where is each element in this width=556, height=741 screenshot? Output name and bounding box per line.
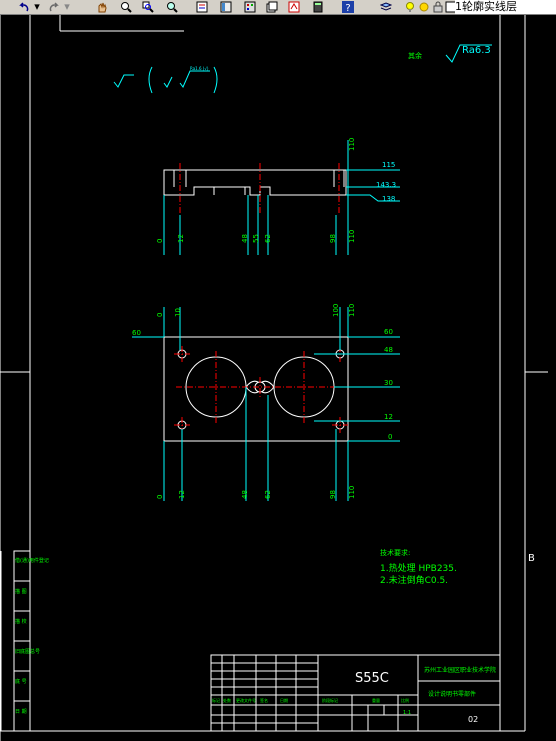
school-name: 苏州工业园区职业技术学院 — [424, 666, 496, 674]
left-label-3: 描 校 — [15, 618, 27, 625]
plan-bottom-dim-48: 48 — [241, 490, 249, 499]
plan-top-dim-110: 110 — [348, 304, 356, 317]
row-label-date: 日期 — [280, 697, 288, 703]
zoom-window-icon[interactable] — [142, 1, 154, 13]
markup-icon[interactable] — [288, 1, 300, 13]
left-label-2: 描 图 — [15, 588, 27, 595]
roughness-sub: Ra1.6 (√) — [190, 66, 209, 71]
redo-arrow-icon[interactable] — [48, 1, 60, 13]
plan-view: 0 10 100 110 60 60 48 30 12 0 0 12 48 62… — [132, 304, 400, 501]
zoom-realtime-icon[interactable] — [120, 1, 132, 13]
plan-right-dim-30: 30 — [384, 379, 393, 387]
left-label-1: 借(通)用件登记 — [15, 557, 49, 564]
drawing-canvas[interactable]: 借(通)用件登记 描 图 描 校 旧底图总号 底 号 日 期 B 其余 Ra6.… — [0, 15, 556, 741]
plan-bottom-dim-62: 62 — [264, 490, 272, 499]
technical-requirements: 技术要求: 1.热处理 HPB235. 2.未注倒角C0.5. — [380, 548, 457, 586]
tool-palette-icon[interactable] — [244, 1, 256, 13]
section-vdim-0: 0 — [156, 239, 164, 243]
title-block: S55C 苏州工业园区职业技术学院 设计说明书零部件 02 1:1 标记 处数 … — [210, 654, 501, 732]
col-label-stage: 阶段标记 — [322, 697, 338, 703]
plan-left-dim-60: 60 — [132, 329, 141, 337]
section-dim-115: 115 — [382, 161, 395, 169]
section-dim-138: 138 — [382, 195, 395, 203]
section-vdim-62: 62 — [264, 234, 272, 243]
layer-freeze-sun-icon[interactable] — [418, 1, 430, 13]
plan-right-dim-0: 0 — [388, 433, 392, 441]
calculator-icon[interactable] — [312, 1, 324, 13]
plan-top-dim-0: 0 — [156, 313, 164, 317]
row-label-mark: 标记 — [212, 697, 220, 703]
tech-title: 技术要求: — [380, 548, 410, 557]
left-label-6: 日 期 — [15, 709, 27, 715]
undo-dropdown-icon[interactable]: ▾ — [34, 0, 40, 13]
section-view: 115 143.3 138 0 12 48 55 62 98 110 110 — [156, 138, 400, 255]
plan-right-dim-12: 12 — [384, 413, 393, 421]
tech-item-1: 1.热处理 HPB235. — [380, 562, 457, 574]
roughness-general: 其余 Ra6.3 — [408, 44, 492, 63]
plan-right-dim-48: 48 — [384, 346, 393, 354]
plan-bottom-dim-0: 0 — [156, 495, 164, 499]
undo-arrow-icon[interactable] — [18, 1, 30, 13]
layer-dropdown[interactable]: 1轮廓实线层 — [455, 0, 556, 14]
section-vdim-55: 55 — [252, 234, 260, 243]
scale-value: 1:1 — [403, 710, 411, 716]
col-label-scale: 比例 — [401, 697, 409, 703]
properties-icon[interactable] — [196, 1, 208, 13]
redo-dropdown-icon[interactable]: ▾ — [64, 0, 70, 13]
col-label-weight: 重量 — [372, 697, 380, 703]
section-vdim-110-top: 110 — [348, 138, 356, 151]
left-label-5: 底 号 — [15, 678, 27, 685]
pan-hand-icon[interactable] — [96, 1, 108, 13]
plan-bottom-dim-12: 12 — [178, 490, 186, 499]
section-dim-143-3: 143.3 — [376, 181, 396, 189]
section-vdim-12: 12 — [177, 234, 185, 243]
plan-bottom-dim-98: 98 — [329, 490, 337, 499]
tech-item-2: 2.未注倒角C0.5. — [380, 574, 448, 586]
layer-name-label: 1轮廓实线层 — [455, 0, 517, 13]
material-label: S55C — [355, 671, 389, 686]
section-vdim-98: 98 — [329, 234, 337, 243]
sheet-border — [0, 15, 548, 741]
plan-right-dim-60: 60 — [384, 328, 393, 336]
left-label-panel — [0, 550, 31, 732]
cad-toolbar: ▾ ▾ ? 1轮廓实线层 — [0, 0, 556, 15]
sheet-set-icon[interactable] — [266, 1, 278, 13]
section-vdim-48: 48 — [241, 234, 249, 243]
plan-bottom-dim-110: 110 — [348, 486, 356, 499]
drawing-title: 设计说明书零部件 — [428, 690, 476, 698]
roughness-value: Ra6.3 — [462, 45, 491, 56]
drawing-code: 02 — [468, 715, 478, 724]
plan-top-dim-10: 10 — [174, 308, 182, 317]
zoom-previous-icon[interactable] — [166, 1, 178, 13]
help-icon[interactable]: ? — [342, 1, 354, 13]
design-center-icon[interactable] — [220, 1, 232, 13]
layer-on-bulb-icon[interactable] — [404, 1, 416, 13]
roughness-note-label: 其余 — [408, 51, 422, 60]
plan-top-dim-100: 100 — [332, 304, 340, 317]
section-vdim-110-bottom: 110 — [348, 230, 356, 243]
row-label-sign: 签名 — [260, 697, 268, 703]
layer-manager-icon[interactable] — [380, 1, 392, 13]
row-label-change: 更改文件号 — [236, 697, 256, 703]
row-label-count: 处数 — [223, 697, 231, 703]
roughness-bracket-symbol: Ra1.6 (√) — [113, 66, 218, 94]
layer-lock-icon[interactable] — [432, 1, 444, 13]
svg-text:?: ? — [345, 3, 350, 13]
left-label-4: 旧底图总号 — [15, 648, 40, 655]
border-zone-letter: B — [528, 553, 535, 564]
